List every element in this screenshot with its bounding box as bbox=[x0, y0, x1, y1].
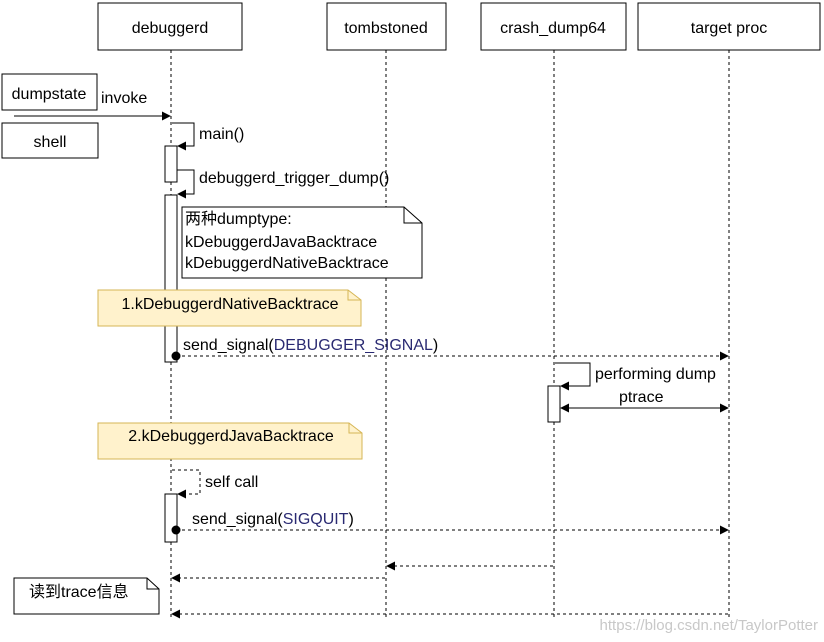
actor-shell-label: shell bbox=[34, 134, 67, 151]
actor-shell: shell bbox=[1, 122, 99, 159]
send-signal-1-label: send_signal(DEBUGGER_SIGNAL) bbox=[183, 337, 438, 354]
activation-debuggerd-selfcall bbox=[164, 493, 178, 543]
note-dumptype-line-3: kDebuggerdNativeBacktrace bbox=[185, 255, 389, 272]
note-dumptype-line-2: kDebuggerdJavaBacktrace bbox=[185, 234, 377, 251]
ptrace-label: ptrace bbox=[619, 389, 664, 406]
section-java-label: 2.kDebuggerdJavaBacktrace bbox=[128, 428, 334, 445]
section-java-backtrace: 2.kDebuggerdJavaBacktrace bbox=[97, 422, 363, 460]
note-read-trace: 读到trace信息 bbox=[13, 577, 160, 615]
activation-debuggerd-main bbox=[164, 145, 178, 183]
self-call-arrow bbox=[172, 469, 201, 499]
main-self-arrow bbox=[172, 122, 195, 151]
activation-crash-dump64 bbox=[547, 385, 561, 423]
actor-dumpstate-label: dumpstate bbox=[12, 86, 87, 103]
participant-debuggerd-label: debuggerd bbox=[132, 20, 209, 37]
performing-dump-label: performing dump bbox=[595, 366, 716, 383]
note-read-trace-label: 读到trace信息 bbox=[29, 583, 129, 601]
main-label: main() bbox=[199, 126, 244, 143]
performing-dump-self-arrow bbox=[555, 362, 591, 391]
note-dumptype-line-1: 两种dumptype: bbox=[185, 210, 292, 228]
activation-debuggerd-trigger bbox=[164, 194, 178, 363]
participant-target-proc-label: target proc bbox=[691, 20, 767, 37]
section-native-backtrace: 1.kDebuggerdNativeBacktrace bbox=[97, 289, 362, 327]
watermark-text: https://blog.csdn.net/TaylorPotter bbox=[600, 617, 818, 634]
participant-crash-dump64: crash_dump64 bbox=[480, 2, 627, 51]
section-native-label: 1.kDebuggerdNativeBacktrace bbox=[121, 296, 338, 313]
trigger-dump-self-arrow bbox=[177, 169, 195, 199]
trigger-dump-label: debuggerd_trigger_dump() bbox=[199, 170, 389, 187]
participant-debuggerd: debuggerd bbox=[97, 2, 243, 51]
actor-dumpstate: dumpstate bbox=[1, 73, 98, 111]
note-dumptypes: 两种dumptype: kDebuggerdJavaBacktrace kDeb… bbox=[181, 206, 423, 279]
send-signal-2-label: send_signal(SIGQUIT) bbox=[192, 511, 354, 528]
participant-crash-dump64-label: crash_dump64 bbox=[500, 20, 606, 37]
participant-tombstoned-label: tombstoned bbox=[344, 20, 428, 37]
self-call-label: self call bbox=[205, 474, 258, 491]
invoke-label: invoke bbox=[101, 90, 147, 107]
participant-target-proc: target proc bbox=[637, 2, 821, 51]
participant-tombstoned: tombstoned bbox=[326, 2, 447, 51]
